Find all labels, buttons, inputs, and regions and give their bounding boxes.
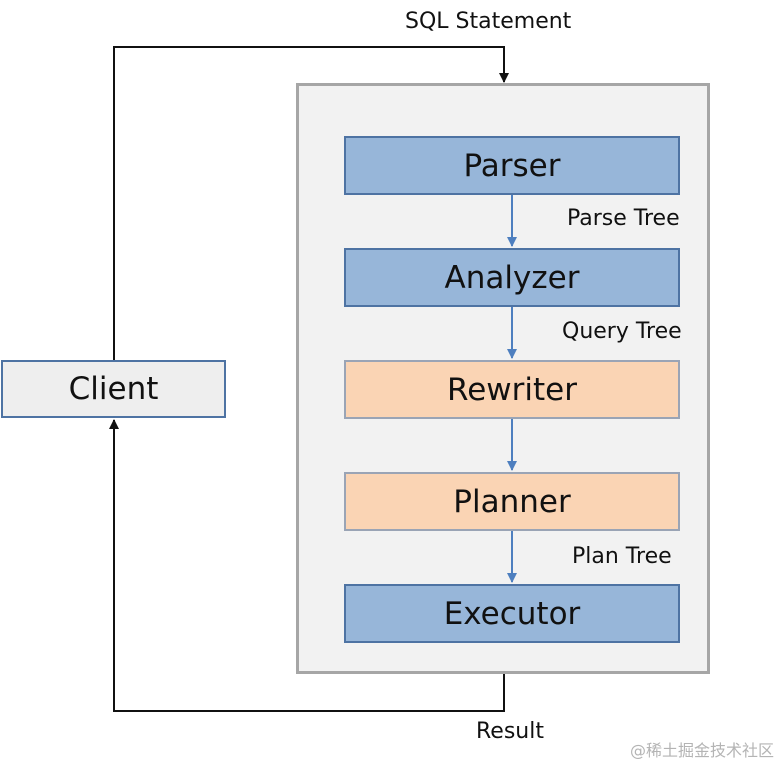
query-tree-label: Query Tree <box>562 319 682 344</box>
analyzer-label: Analyzer <box>444 259 580 296</box>
executor-box: Executor <box>344 584 680 643</box>
parse-tree-label: Parse Tree <box>567 206 680 231</box>
sql-statement-label: SQL Statement <box>405 9 572 34</box>
client-label: Client <box>68 371 159 407</box>
parser-box: Parser <box>344 136 680 195</box>
rewriter-box: Rewriter <box>344 360 680 419</box>
client-box: Client <box>1 360 226 418</box>
plan-tree-label: Plan Tree <box>572 544 672 569</box>
planner-box: Planner <box>344 472 680 531</box>
result-label: Result <box>476 719 544 744</box>
watermark: @稀土掘金技术社区 <box>630 741 775 760</box>
planner-label: Planner <box>453 483 571 520</box>
analyzer-box: Analyzer <box>344 248 680 307</box>
rewriter-label: Rewriter <box>447 371 577 408</box>
sql-statement-arrow <box>113 46 509 360</box>
result-arrow <box>109 419 505 712</box>
executor-label: Executor <box>443 595 581 632</box>
parser-label: Parser <box>463 147 561 184</box>
